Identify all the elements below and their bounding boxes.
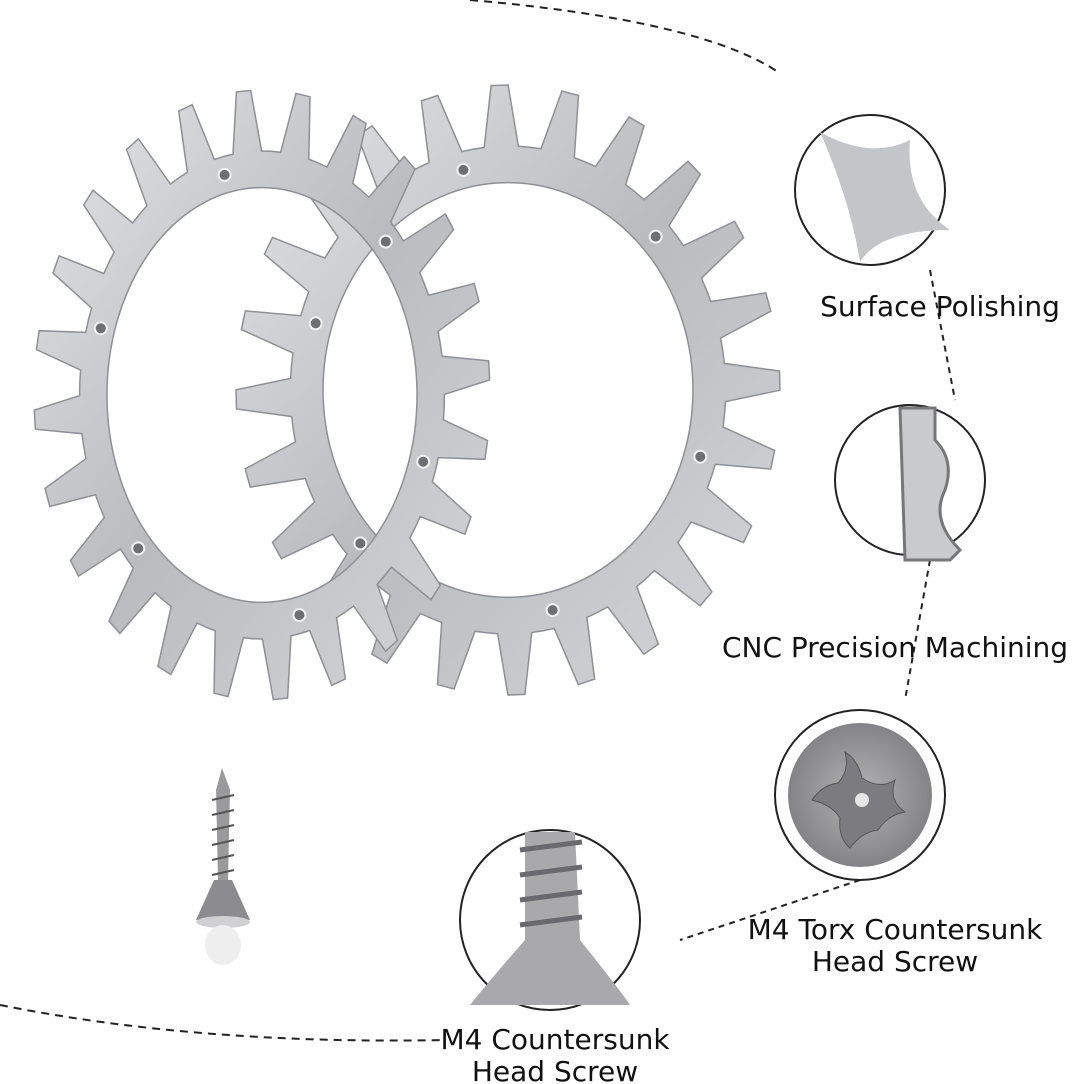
mounting-hole bbox=[353, 536, 368, 551]
sprocket-body bbox=[33, 89, 491, 701]
mounting-hole bbox=[93, 321, 108, 336]
mounting-hole bbox=[456, 162, 471, 177]
mounting-hole bbox=[378, 234, 393, 249]
dashed-arc-top bbox=[469, 0, 779, 73]
mounting-hole bbox=[217, 167, 232, 182]
label-torx-screw-line2: Head Screw bbox=[811, 945, 979, 978]
detail-circle-cnc bbox=[834, 404, 986, 562]
label-countersunk-screw-line2: Head Screw bbox=[471, 1055, 639, 1084]
label-cnc-machining: CNC Precision Machining bbox=[721, 631, 1069, 664]
label-surface-polishing: Surface Polishing bbox=[820, 290, 1060, 323]
detail-circle-surface bbox=[794, 114, 950, 266]
mounting-hole bbox=[648, 229, 663, 244]
dashed-arc-bottom bbox=[0, 1004, 446, 1042]
mounting-hole bbox=[308, 316, 323, 331]
label-countersunk-screw-line1: M4 Countersunk bbox=[440, 1023, 670, 1056]
mounting-hole bbox=[693, 449, 708, 464]
dashed-connector bbox=[679, 269, 956, 941]
detail-circle-screw bbox=[459, 829, 641, 1011]
mounting-hole bbox=[131, 541, 146, 556]
screw-image bbox=[196, 768, 250, 965]
mounting-hole bbox=[416, 454, 431, 469]
mounting-hole bbox=[545, 603, 560, 618]
label-torx-screw-line1: M4 Torx Countersunk bbox=[747, 913, 1043, 946]
detail-circle-torx bbox=[774, 709, 946, 881]
sprocket-ring-front bbox=[33, 89, 491, 701]
mounting-hole bbox=[292, 608, 307, 623]
